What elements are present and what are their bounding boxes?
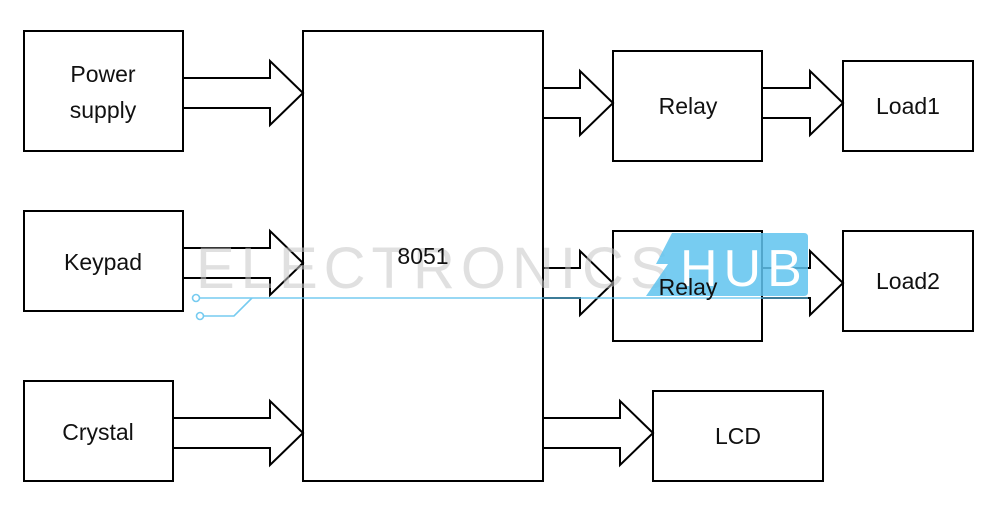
power-supply-label-line1: Power <box>70 61 136 87</box>
watermark-hub-badge <box>646 233 808 296</box>
crystal-label: Crystal <box>62 419 134 445</box>
load2-block <box>842 230 974 332</box>
watermark-text: ELECTRONICS <box>196 236 675 301</box>
arrow-crystal-to-mcu <box>172 398 305 468</box>
arrow-keypad-to-mcu <box>182 228 305 298</box>
watermark-circuit-trace <box>191 293 808 321</box>
crystal-block <box>23 380 174 482</box>
keypad-block <box>23 210 184 312</box>
load1-block <box>842 60 974 152</box>
mcu-8051-block <box>302 30 544 482</box>
mcu-label: 8051 <box>397 243 448 269</box>
keypad-label: Keypad <box>64 249 142 275</box>
arrow-power-to-mcu <box>182 58 305 128</box>
load1-label: Load1 <box>876 93 940 119</box>
relay2-label: Relay <box>659 274 718 300</box>
watermark-hub-text: HUB <box>680 240 808 298</box>
power-supply-label-line2: supply <box>70 97 137 123</box>
arrow-mcu-to-lcd <box>542 398 655 468</box>
load2-label: Load2 <box>876 268 940 294</box>
arrow-relay1-to-load1 <box>761 68 845 138</box>
relay1-label: Relay <box>659 93 718 119</box>
lcd-block <box>652 390 824 482</box>
watermark: ELECTRONICS HUB <box>191 233 808 321</box>
relay1-block <box>612 50 763 162</box>
power-supply-block <box>23 30 184 152</box>
lcd-label: LCD <box>715 423 761 449</box>
arrow-mcu-to-relay1 <box>542 68 615 138</box>
